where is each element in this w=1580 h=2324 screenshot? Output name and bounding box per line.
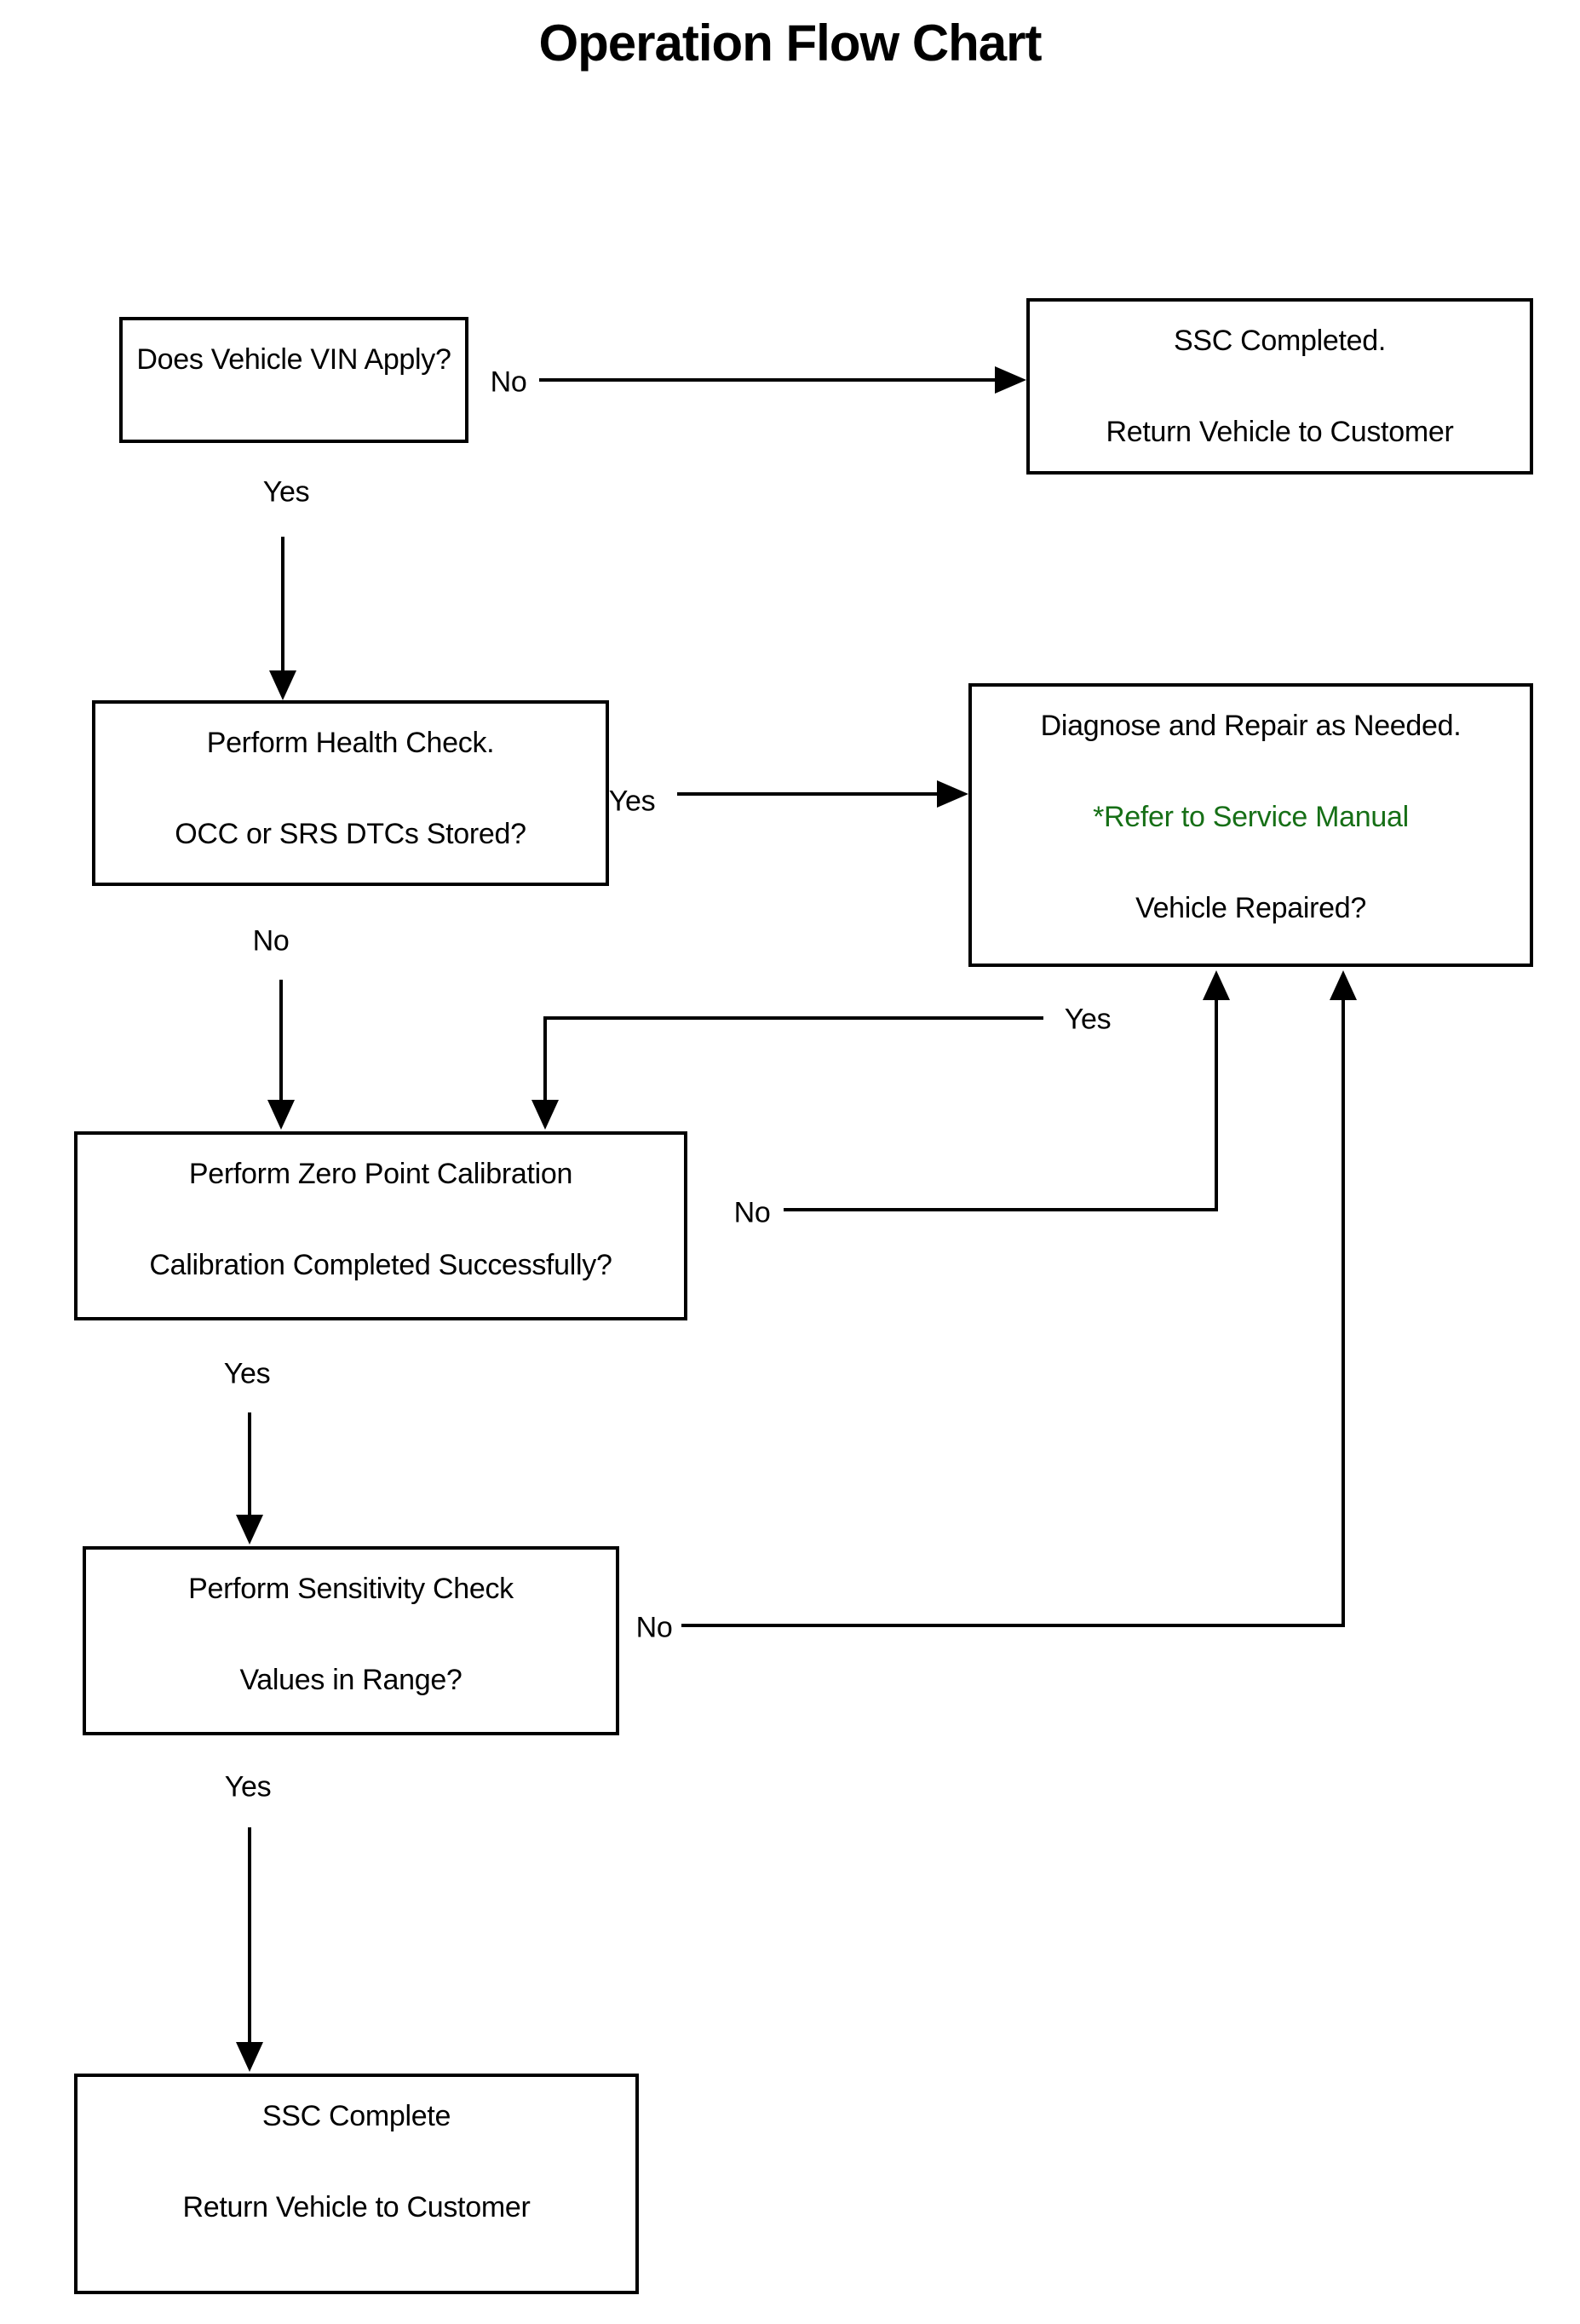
arrowhead-dtc-yes	[937, 780, 968, 808]
return-vehicle-text: Return Vehicle to Customer	[1106, 416, 1454, 448]
arrow-calibration-no-line	[784, 998, 1218, 1211]
diagnose-repair-box: Diagnose and Repair as Needed. *Refer to…	[968, 683, 1533, 967]
label-no-vin: No	[490, 365, 527, 399]
dtcs-stored-text: OCC or SRS DTCs Stored?	[175, 818, 526, 850]
label-no-calibration: No	[733, 1196, 771, 1229]
label-yes-calibration: Yes	[223, 1357, 271, 1390]
sensitivity-check-text: Perform Sensitivity Check	[188, 1573, 514, 1605]
return-vehicle-final-text: Return Vehicle to Customer	[182, 2191, 531, 2223]
arrow-repaired-yes-line	[543, 1016, 1043, 1102]
health-check-box: Perform Health Check. OCC or SRS DTCs St…	[92, 700, 609, 886]
values-in-range-text: Values in Range?	[239, 1664, 463, 1696]
vehicle-repaired-text: Vehicle Repaired?	[1135, 892, 1366, 924]
arrowhead-vin-yes	[269, 670, 296, 700]
ssc-completed-text: SSC Completed.	[1173, 325, 1387, 357]
label-yes-vin: Yes	[262, 475, 310, 509]
label-yes-range: Yes	[224, 1770, 272, 1803]
arrowhead-repaired-yes	[531, 1100, 559, 1130]
label-yes-dtc: Yes	[608, 785, 656, 818]
zero-point-text: Perform Zero Point Calibration	[188, 1158, 573, 1190]
health-check-text: Perform Health Check.	[206, 727, 495, 759]
calibration-completed-text: Calibration Completed Successfully?	[149, 1249, 612, 1281]
ssc-completed-box: SSC Completed. Return Vehicle to Custome…	[1026, 298, 1533, 475]
arrowhead-calibration-no	[1203, 970, 1230, 1000]
zero-point-calibration-box: Perform Zero Point Calibration Calibrati…	[74, 1131, 687, 1320]
page-title: Operation Flow Chart	[538, 14, 1042, 72]
arrowhead-range-yes	[236, 2042, 263, 2072]
diagnose-repair-text: Diagnose and Repair as Needed.	[1040, 710, 1462, 742]
refer-service-manual-text: *Refer to Service Manual	[1093, 801, 1409, 833]
vin-apply-box: Does Vehicle VIN Apply?	[119, 317, 468, 443]
label-yes-repaired: Yes	[1064, 1003, 1112, 1036]
ssc-complete-text: SSC Complete	[261, 2100, 451, 2132]
vin-apply-text: Does Vehicle VIN Apply?	[136, 343, 451, 376]
ssc-complete-box: SSC Complete Return Vehicle to Customer	[74, 2074, 639, 2294]
arrowhead-range-no	[1330, 970, 1357, 1000]
arrowhead-calibration-yes	[236, 1515, 263, 1545]
arrowhead-vin-no	[995, 366, 1026, 394]
arrow-range-no-line	[681, 998, 1345, 1627]
label-no-dtc: No	[252, 924, 290, 958]
label-no-range: No	[635, 1611, 673, 1644]
sensitivity-check-box: Perform Sensitivity Check Values in Rang…	[83, 1546, 619, 1735]
arrowhead-dtc-no	[267, 1100, 295, 1130]
